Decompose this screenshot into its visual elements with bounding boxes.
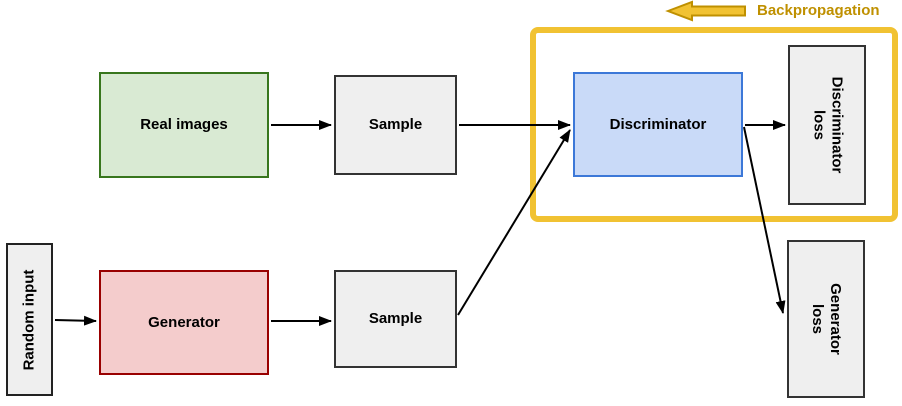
discriminator-label: Discriminator (609, 115, 707, 133)
node-sample-bottom: Sample (334, 270, 457, 368)
node-real-images: Real images (99, 72, 269, 178)
node-generator: Generator (99, 270, 269, 375)
node-random-input: Random input (6, 243, 53, 396)
backpropagation-label: Backpropagation (757, 2, 880, 19)
node-sample-top: Sample (334, 75, 457, 175)
sample-bottom-label: Sample (368, 310, 423, 327)
real-images-label: Real images (140, 116, 228, 133)
node-generator-loss: Generator loss (787, 240, 865, 398)
generator-label: Generator (148, 313, 220, 331)
random-input-label: Random input (20, 269, 38, 370)
edge-random-input-to-generator (54, 315, 97, 326)
backpropagation-arrow-icon (665, 0, 746, 22)
node-discriminator-loss: Discriminator loss (788, 45, 866, 205)
discriminator-loss-label: Discriminator loss (810, 76, 846, 174)
generator-loss-label: Generator loss (809, 283, 844, 355)
sample-top-label: Sample (368, 116, 423, 133)
node-discriminator: Discriminator (573, 72, 743, 177)
